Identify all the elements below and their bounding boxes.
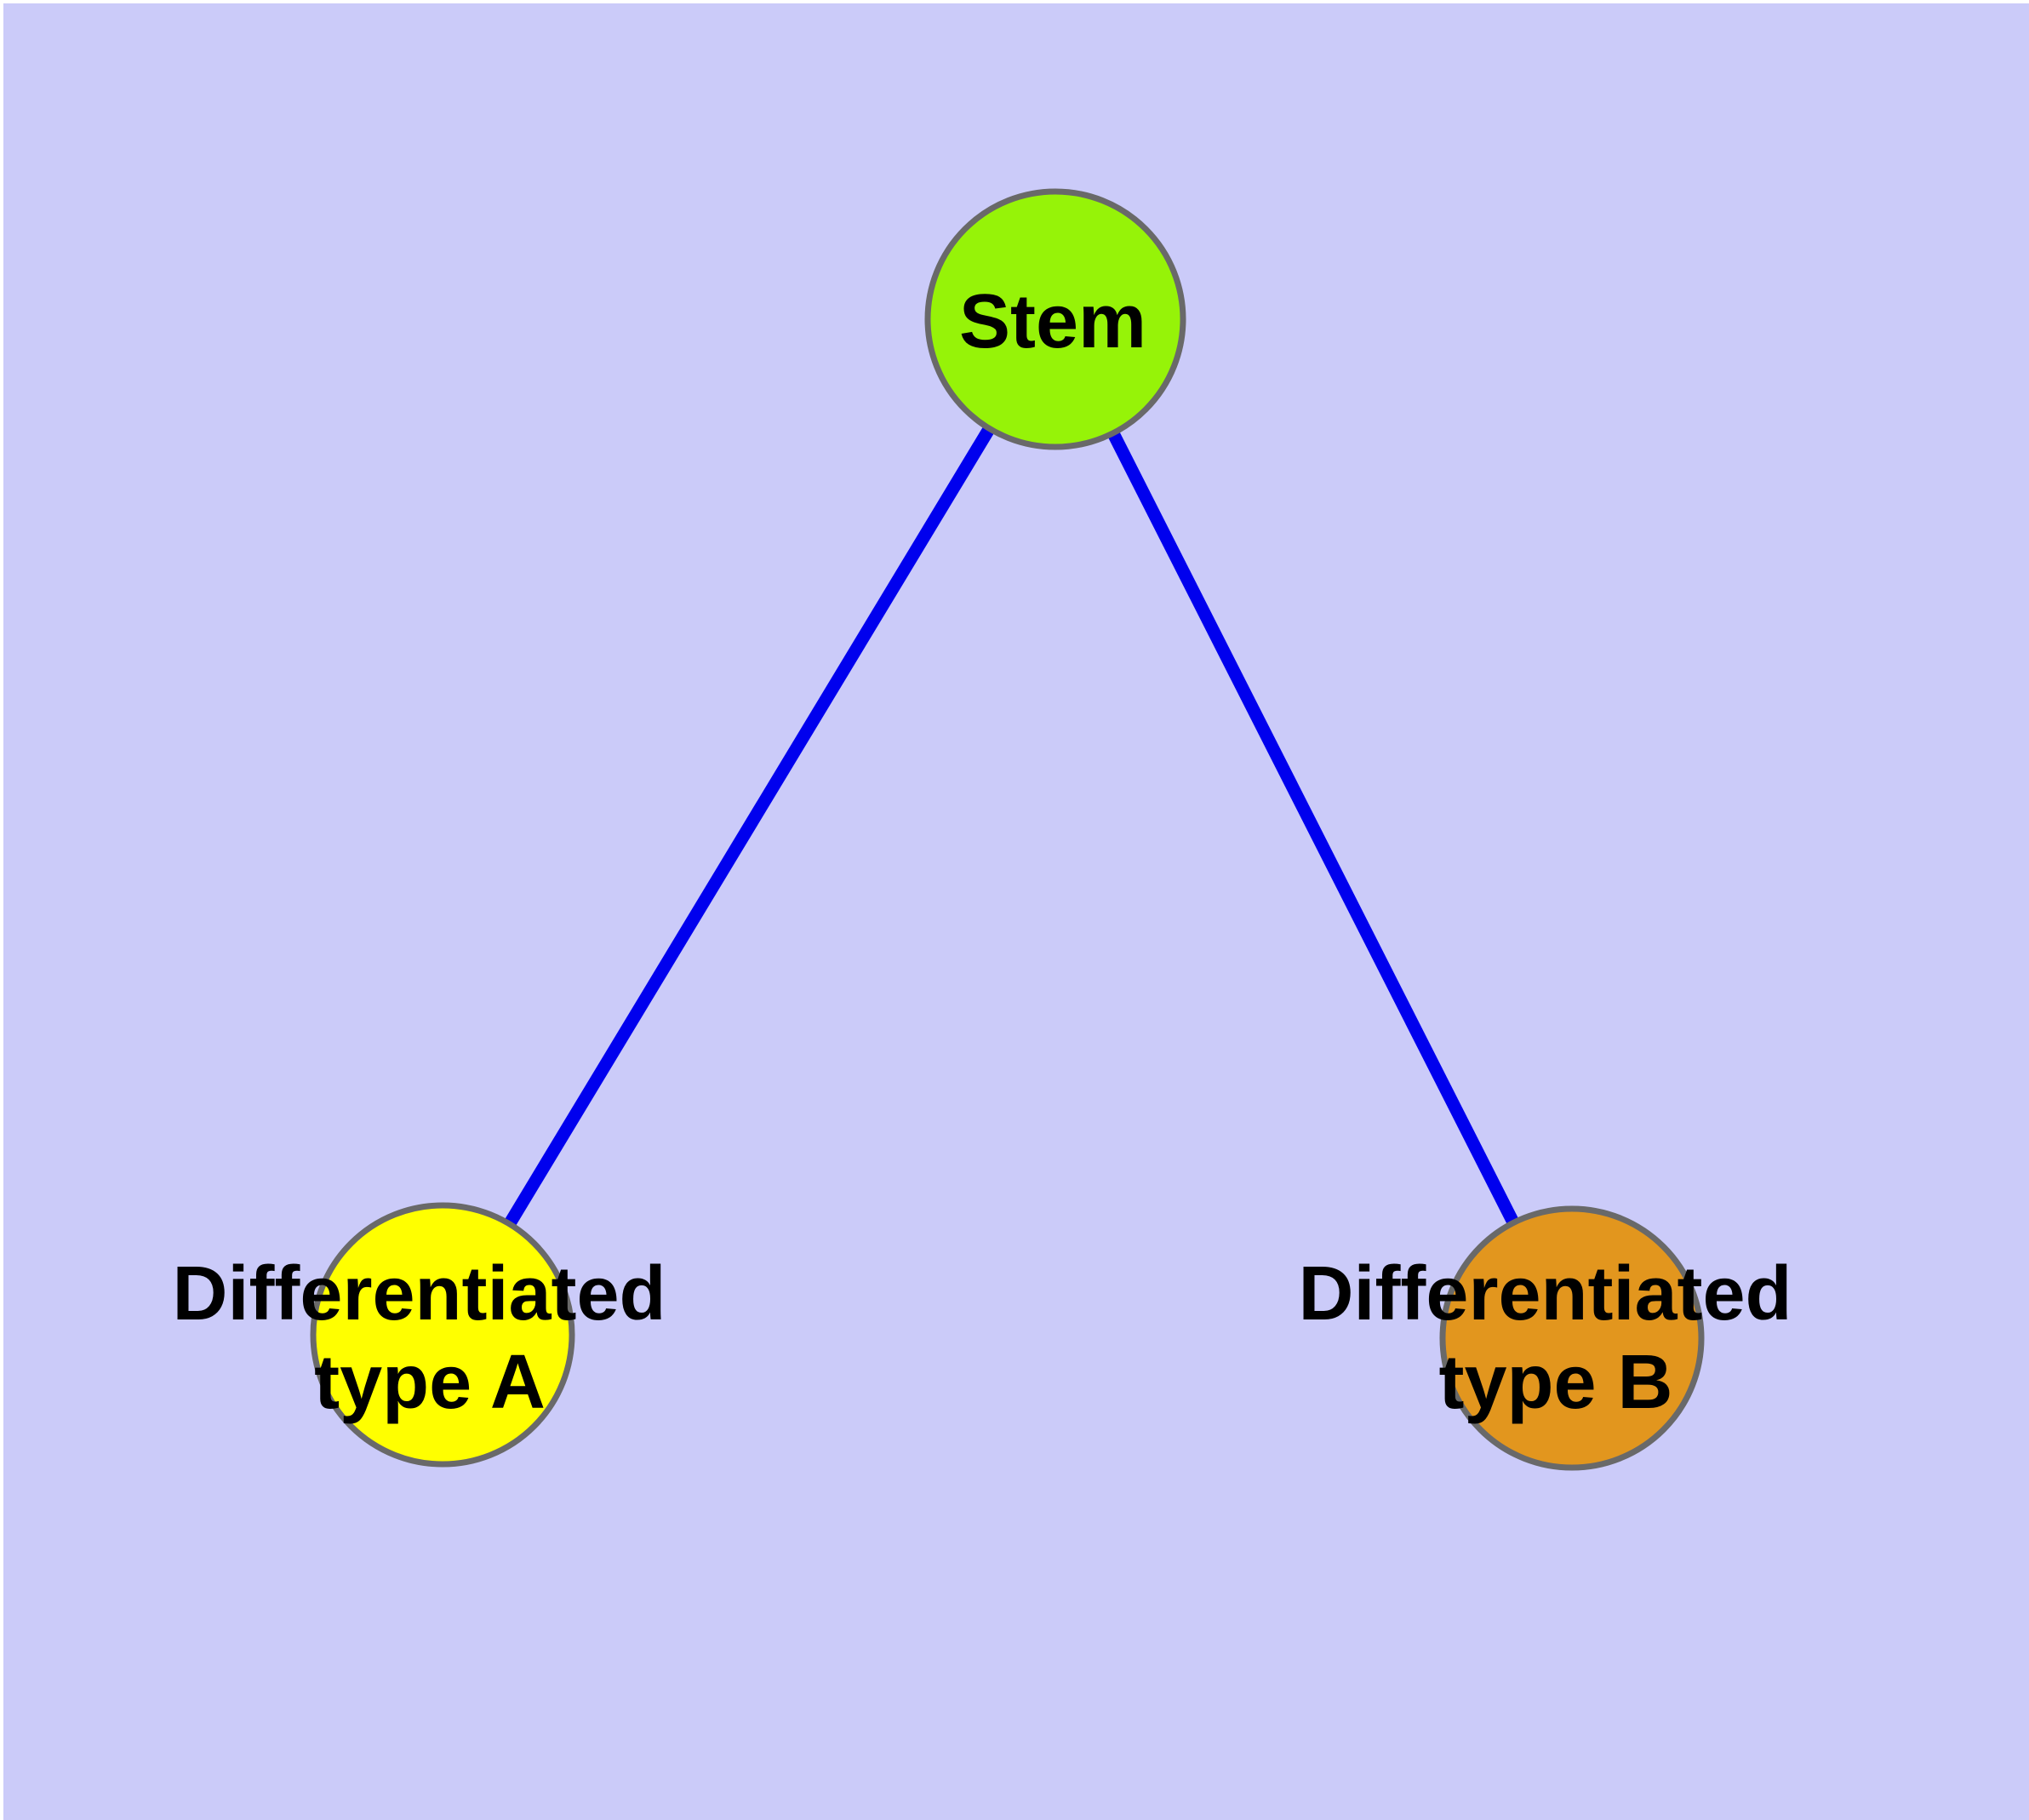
node-type-b-label: Differentiated type B xyxy=(1298,1251,1813,1425)
node-type-a-label: Differentiated type A xyxy=(172,1251,687,1425)
node-stem-label: Stem xyxy=(959,279,1146,364)
node-type-b-circle xyxy=(1439,1205,1705,1471)
node-type-a-label-line1: Differentiated xyxy=(172,1251,666,1336)
node-stem-circle xyxy=(924,188,1186,450)
node-type-a-label-line2: type A xyxy=(314,1340,546,1425)
node-type-b-label-line1: Differentiated xyxy=(1298,1251,1792,1336)
node-type-a-circle xyxy=(310,1202,575,1468)
edge-stem-to-type-b xyxy=(1049,316,1578,1342)
node-type-b-label-line2: type B xyxy=(1438,1340,1672,1425)
edge-stem-to-type-a xyxy=(437,316,1061,1338)
